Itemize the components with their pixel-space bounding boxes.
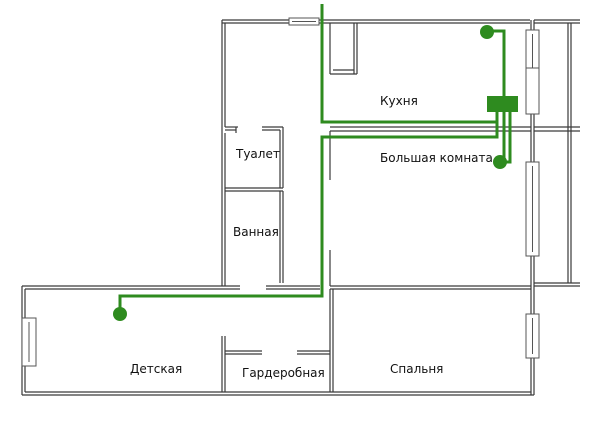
outer-wall-left-upper xyxy=(221,20,226,286)
router-box-icon xyxy=(487,96,518,112)
room-label-kids-room: Детская xyxy=(130,362,183,376)
window-balcony-kitchen xyxy=(525,67,540,115)
window-bigroom xyxy=(525,161,540,257)
outer-wall-top xyxy=(222,19,530,24)
windows xyxy=(21,17,540,367)
cable-to-kids-room xyxy=(118,112,499,314)
window-bedroom xyxy=(525,313,540,359)
room-label-kitchen: Кухня xyxy=(380,94,418,108)
wall-corridor-right xyxy=(329,131,334,392)
room-label-big-room: Большая комната xyxy=(380,151,493,165)
access-point-dot-icon-kids xyxy=(113,307,127,321)
room-label-toilet: Туалет xyxy=(236,147,280,161)
access-point-dot-icon-kitchen xyxy=(480,25,494,39)
access-point-dot-icon-bigroom xyxy=(493,155,507,169)
room-label-wardrobe: Гардеробная xyxy=(242,366,325,380)
cable-to-bigroom-ap xyxy=(500,112,506,164)
window-top xyxy=(288,17,320,26)
balcony xyxy=(534,19,580,287)
room-label-bedroom: Спальня xyxy=(390,362,444,376)
cable-to-kitchen-ap xyxy=(487,29,506,96)
room-label-bathroom: Ванная xyxy=(233,225,279,239)
wardrobe-walls xyxy=(221,336,330,392)
wall-kitchen-bigroom xyxy=(330,126,531,132)
outer-wall-lower xyxy=(21,285,534,396)
kitchen-niche xyxy=(329,23,358,75)
network-cables xyxy=(118,4,512,314)
window-kids xyxy=(21,317,37,367)
walls xyxy=(21,19,580,396)
toilet-bath-block xyxy=(225,126,284,283)
